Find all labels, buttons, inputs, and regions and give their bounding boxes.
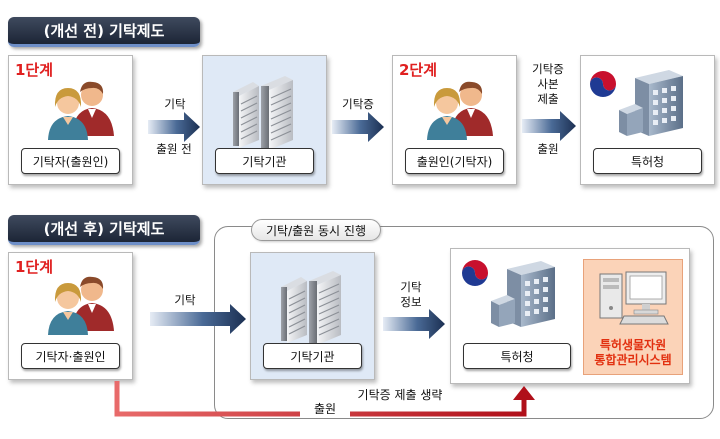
before-institution-card: 기탁기관 (202, 55, 327, 185)
management-system-box: 특허생물자원 통합관리시스템 (583, 259, 683, 375)
after-info-arrow (383, 309, 445, 339)
before-certificate-arrow (332, 112, 384, 142)
before-kipo-card: 특허청 (580, 55, 715, 185)
concurrent-label: 기탁/출원 동시 진행 (251, 219, 381, 241)
omit-certificate-text: 기탁증 제출 생략 (357, 388, 443, 402)
before-section-title: (개선 전) 기탁제도 (8, 17, 200, 47)
before-depositor-label: 기탁자(출원인) (21, 148, 120, 174)
after-arrow2-line1: 기탁 (400, 280, 422, 294)
before-applicant-card: 2단계 출원인(기탁자) (392, 55, 517, 185)
before-arrow2-text: 기탁증 (342, 97, 374, 111)
before-arrow3-line3: 제출 (537, 92, 559, 106)
before-institution-label: 기탁기관 (215, 148, 314, 174)
before-arrow3-line2: 사본 (537, 77, 559, 91)
after-step-1: 1단계 (15, 258, 54, 276)
after-kipo-label: 특허청 (463, 343, 571, 369)
after-institution-card: 기탁기관 (250, 252, 375, 380)
before-arrow1-bottom-text: 출원 전 (156, 142, 192, 156)
after-kipo-card: 특허청 특허생물자원 통합관리시스템 (450, 248, 690, 384)
after-depositor-card: 1단계 기탁자·출원인 (8, 252, 133, 380)
after-arrow2-line2: 정보 (400, 295, 422, 309)
before-arrow1-top-text: 기탁 (164, 97, 186, 111)
management-system-label: 특허생물자원 통합관리시스템 (584, 338, 682, 368)
before-arrow3-line4: 출원 (537, 142, 559, 156)
after-depositor-label: 기탁자·출원인 (21, 343, 120, 369)
before-step-2: 2단계 (399, 61, 438, 79)
before-deposit-arrow (148, 112, 200, 142)
before-step-1: 1단계 (15, 61, 54, 79)
system-label-line2: 통합관리시스템 (594, 353, 672, 367)
before-applicant-label: 출원인(기탁자) (405, 148, 504, 174)
before-kipo-label: 특허청 (593, 148, 702, 174)
after-deposit-arrow (150, 304, 246, 334)
before-submit-arrow (522, 111, 576, 141)
before-depositor-card: 1단계 기탁자(출원인) (8, 55, 133, 185)
after-institution-label: 기탁기관 (263, 343, 362, 369)
after-arrow1-text: 기탁 (174, 293, 196, 307)
system-label-line1: 특허생물자원 (599, 338, 667, 352)
after-section-title: (개선 후) 기탁제도 (8, 215, 200, 245)
apply-text: 출원 (300, 402, 350, 417)
before-arrow3-line1: 기탁증 (532, 62, 564, 76)
